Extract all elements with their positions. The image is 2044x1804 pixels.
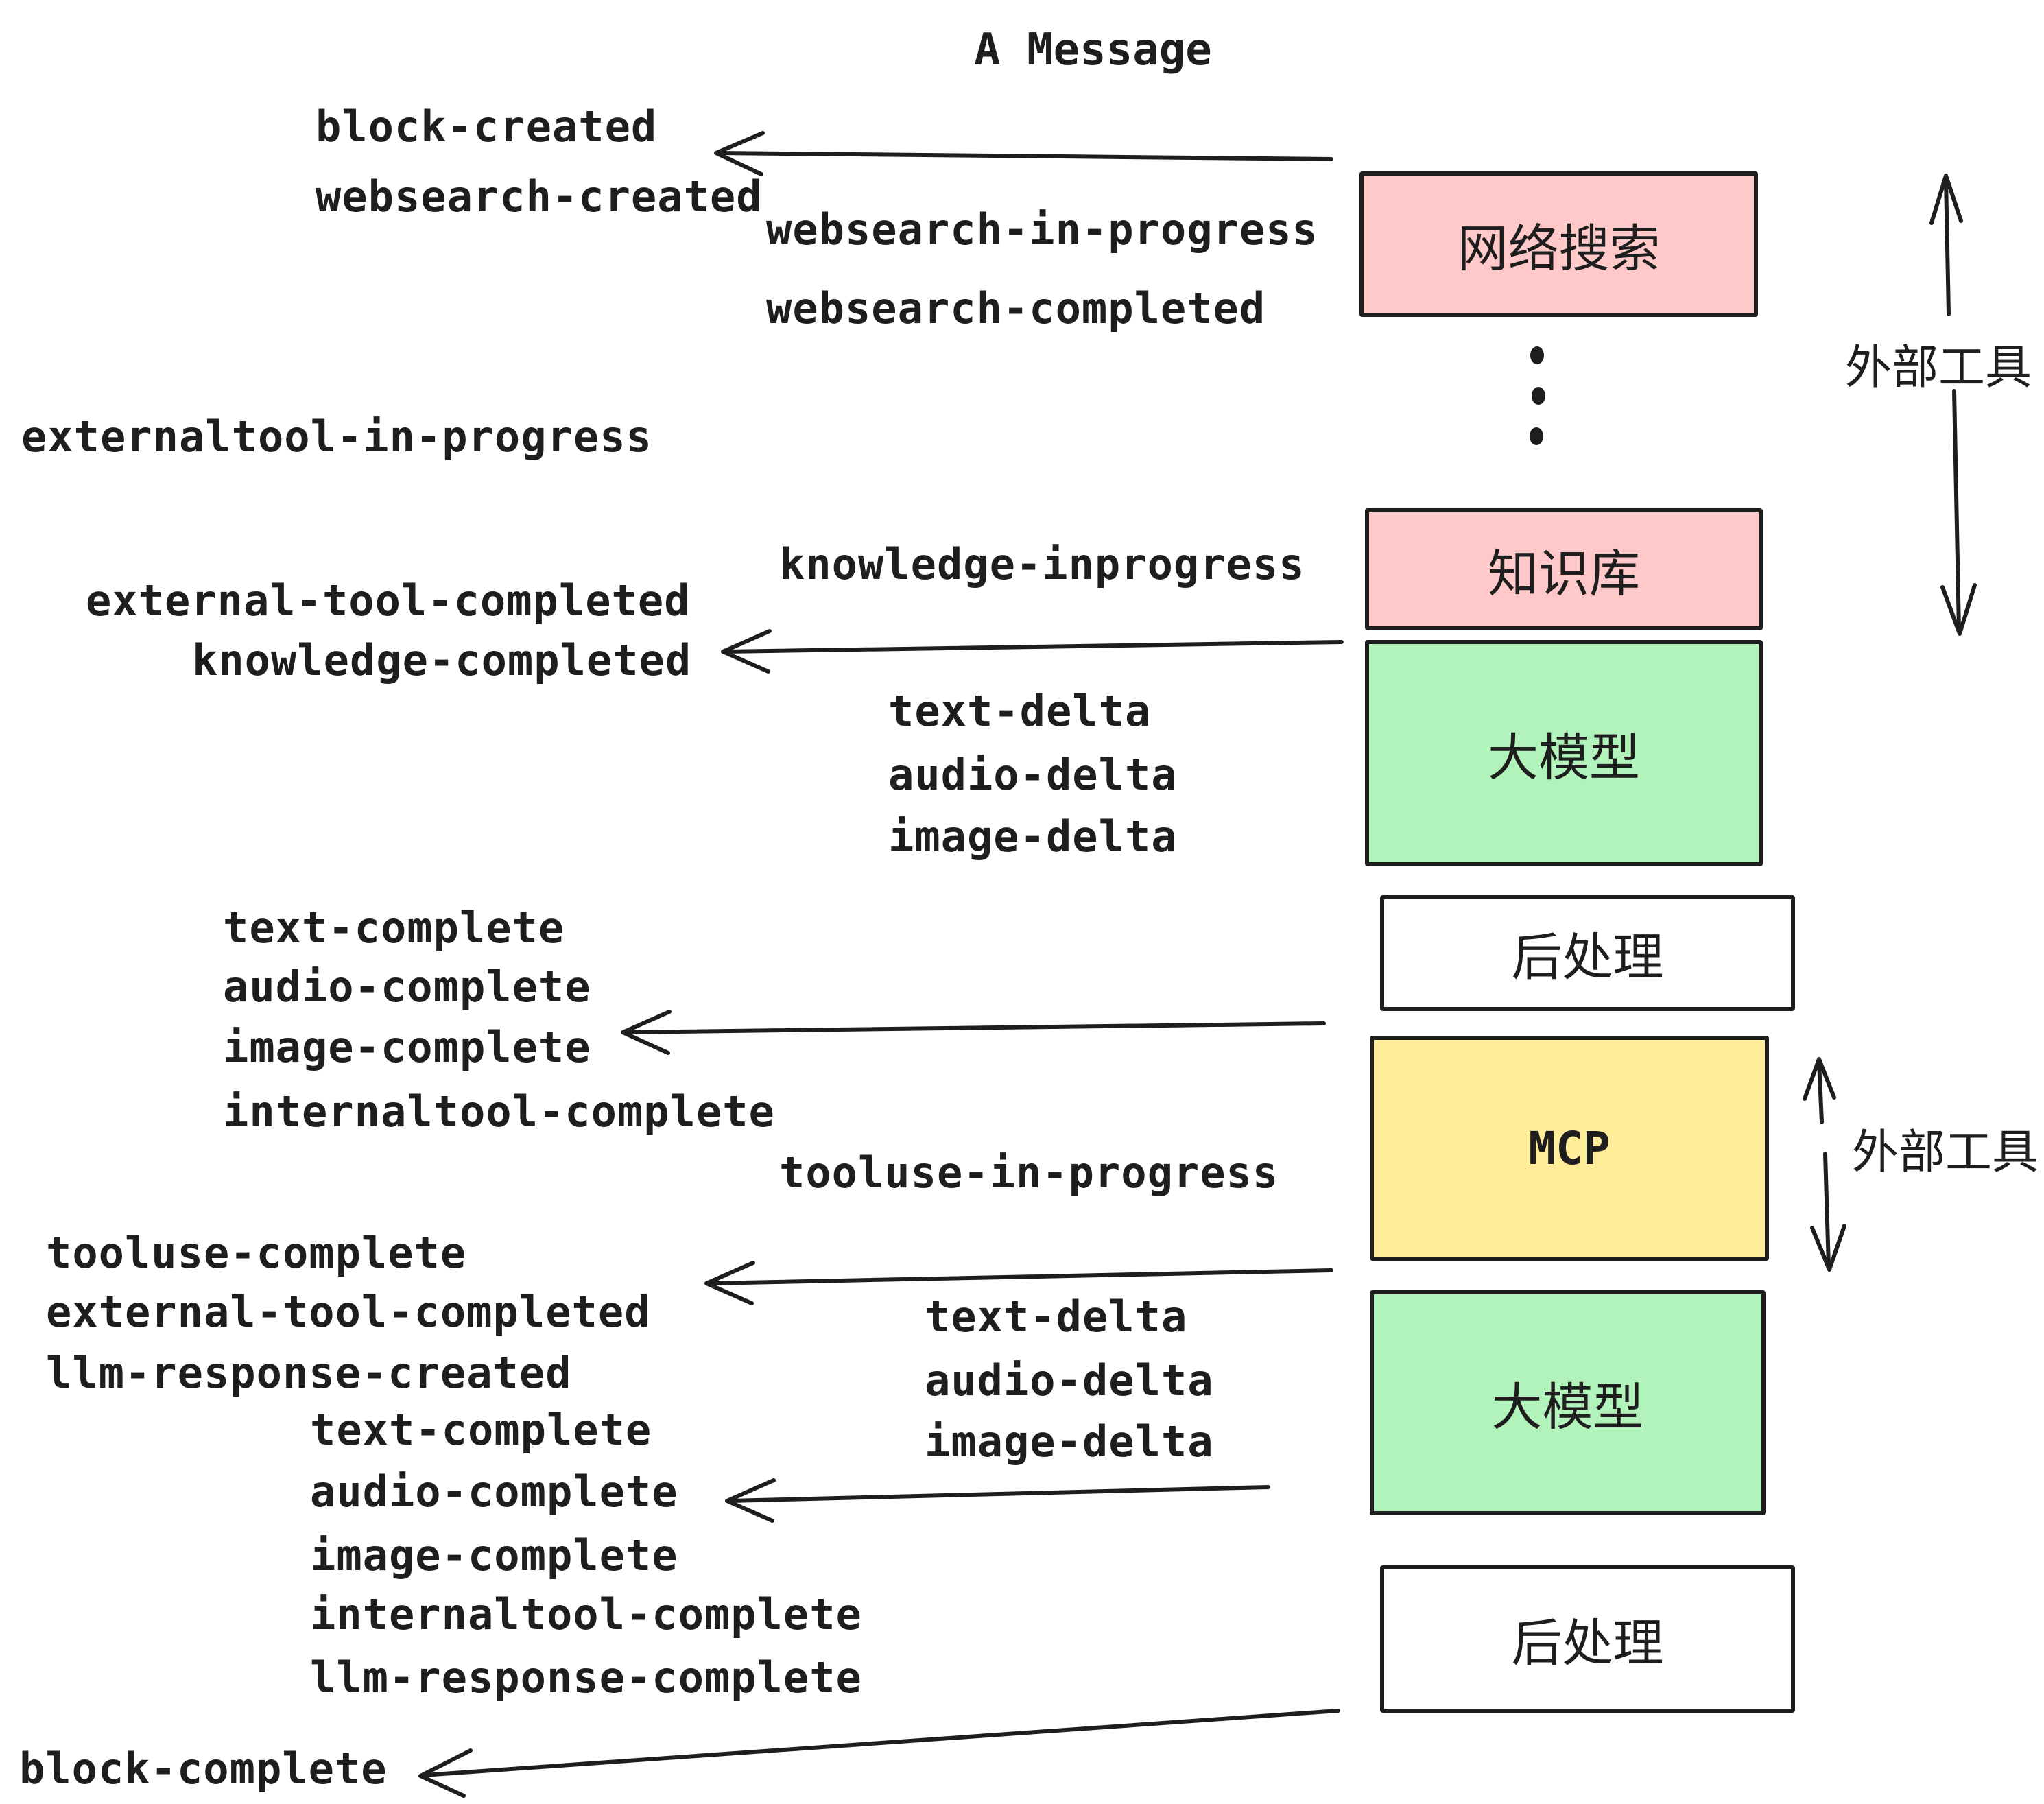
box-postprocess-bottom-label: 后处理	[1511, 1614, 1664, 1673]
external-tools-mcp-down-arrow	[1812, 1154, 1844, 1270]
event-llm-response-complete: llm-response-complete	[310, 1652, 862, 1702]
event-external-tool-completed-1: external-tool-completed	[86, 575, 691, 626]
event-websearch-completed: websearch-completed	[766, 283, 1266, 333]
arrow-to-block-complete	[420, 1711, 1338, 1796]
event-external-tool-completed-2: external-tool-completed	[46, 1287, 651, 1337]
box-llm-top: 大模型	[1365, 640, 1763, 866]
event-text-complete-1: text-complete	[223, 903, 565, 953]
event-image-complete-2: image-complete	[310, 1530, 678, 1580]
box-llm-top-label: 大模型	[1488, 728, 1640, 787]
arrow-to-image-complete	[623, 1012, 1324, 1053]
event-tooluse-in-progress: tooluse-in-progress	[779, 1148, 1279, 1198]
event-externaltool-in-progress: externaltool-in-progress	[21, 412, 652, 462]
side-label-external-tools-mcp: 外部工具	[1852, 1126, 2039, 1180]
event-audio-complete-2: audio-complete	[310, 1467, 678, 1517]
box-websearch: 网络搜索	[1359, 171, 1758, 317]
event-block-complete: block-complete	[19, 1744, 388, 1794]
box-postprocess-top-label: 后处理	[1511, 928, 1664, 987]
event-llm-response-created: llm-response-created	[46, 1348, 572, 1398]
event-websearch-created: websearch-created	[316, 171, 763, 222]
box-mcp-label: MCP	[1528, 1121, 1611, 1175]
event-block-created: block-created	[316, 102, 658, 152]
box-knowledge-label: 知识库	[1488, 544, 1640, 604]
event-audio-delta-1: audio-delta	[888, 750, 1178, 800]
event-websearch-in-progress: websearch-in-progress	[766, 204, 1318, 254]
external-tools-top-down-arrow	[1942, 391, 1975, 634]
event-audio-complete-1: audio-complete	[223, 962, 591, 1012]
vertical-ellipsis-dots	[1530, 346, 1545, 445]
arrow-to-knowledge-completed	[723, 631, 1342, 672]
event-text-delta-1: text-delta	[888, 686, 1152, 736]
arrow-to-audio-complete	[727, 1480, 1268, 1521]
arrow-to-websearch-created	[716, 133, 1331, 174]
box-knowledge: 知识库	[1365, 508, 1763, 630]
event-image-complete-1: image-complete	[223, 1022, 591, 1072]
event-internaltool-complete-2: internaltool-complete	[310, 1589, 862, 1639]
event-text-delta-2: text-delta	[925, 1292, 1188, 1342]
box-websearch-label: 网络搜索	[1457, 219, 1661, 278]
event-image-delta-2: image-delta	[925, 1416, 1214, 1467]
event-text-complete-2: text-complete	[310, 1405, 652, 1455]
box-llm-bottom-label: 大模型	[1491, 1377, 1644, 1437]
box-postprocess-top: 后处理	[1380, 895, 1795, 1011]
event-tooluse-complete: tooluse-complete	[46, 1228, 467, 1278]
event-audio-delta-2: audio-delta	[925, 1355, 1214, 1405]
box-postprocess-bottom: 后处理	[1380, 1565, 1795, 1713]
event-knowledge-completed: knowledge-completed	[192, 635, 692, 685]
box-llm-bottom: 大模型	[1370, 1290, 1766, 1515]
external-tools-top-up-arrow	[1932, 176, 1961, 314]
event-image-delta-1: image-delta	[888, 811, 1178, 862]
box-mcp: MCP	[1370, 1036, 1769, 1261]
event-internaltool-complete-1: internaltool-complete	[223, 1087, 775, 1137]
external-tools-mcp-up-arrow	[1805, 1059, 1834, 1122]
event-knowledge-inprogress: knowledge-inprogress	[779, 539, 1305, 589]
side-label-external-tools-top: 外部工具	[1845, 341, 2032, 395]
diagram-title: A Message	[974, 25, 1212, 75]
arrow-to-tooluse-complete	[706, 1263, 1331, 1303]
